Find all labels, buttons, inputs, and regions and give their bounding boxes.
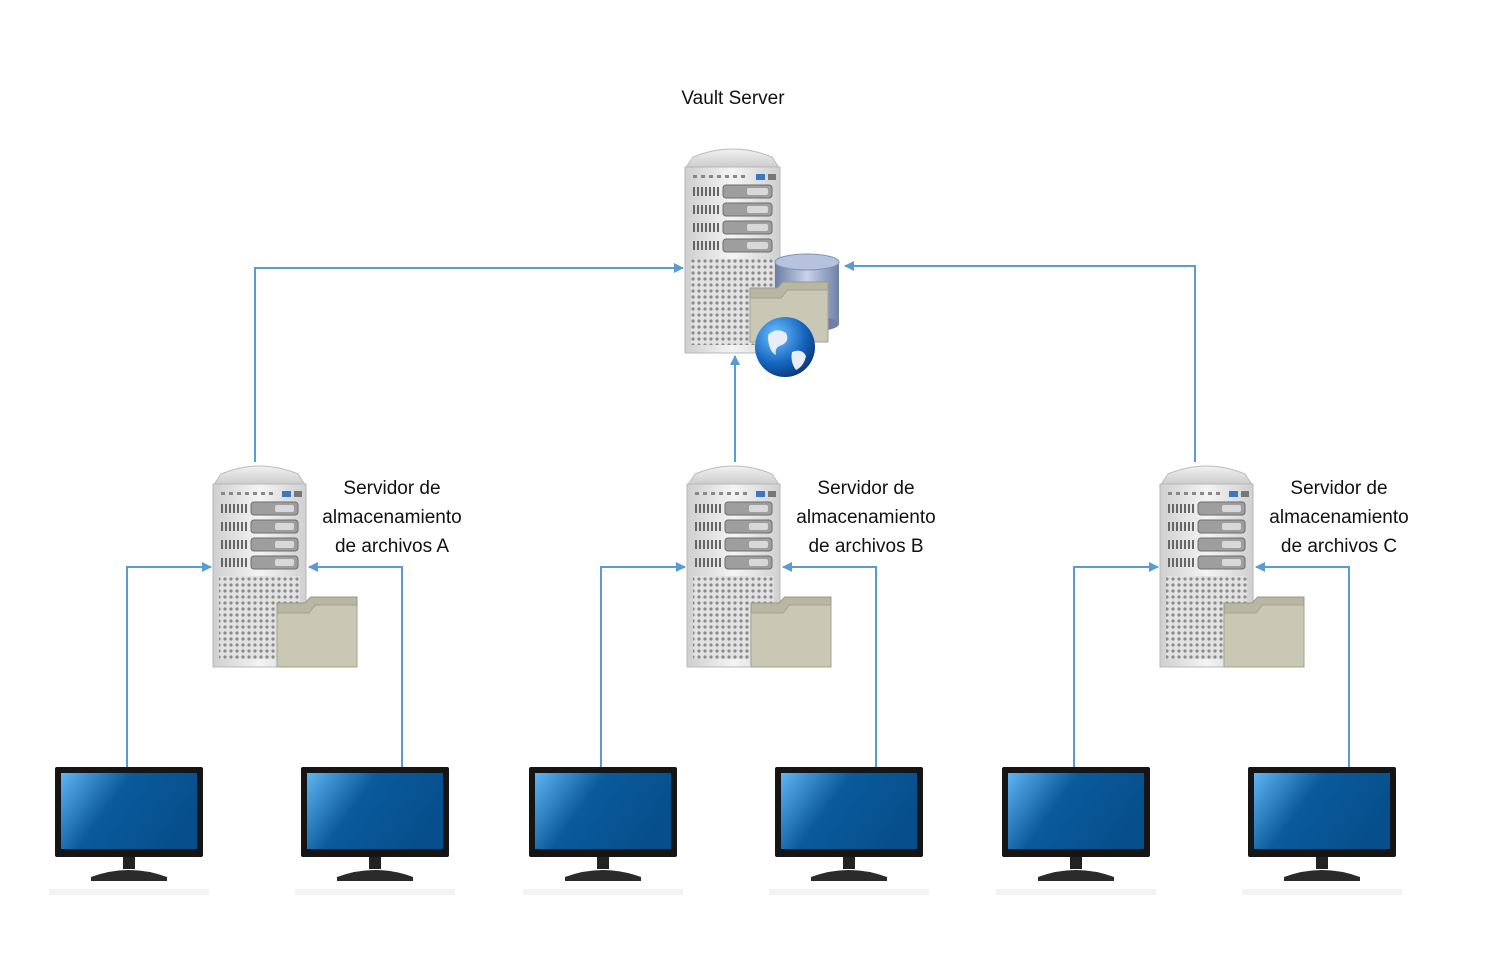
- globe-icon: [755, 317, 815, 377]
- label-line: almacenamiento: [1269, 507, 1409, 528]
- monitor-screen: [535, 773, 671, 849]
- monitor-neck: [369, 857, 381, 869]
- storage-folder-B-icon: [750, 596, 832, 668]
- connector-client-B2: [782, 562, 877, 767]
- monitor-screen: [61, 773, 197, 849]
- server-led: [756, 491, 765, 497]
- client-monitor-A2-icon: [295, 767, 455, 895]
- label-line: Servidor de: [1290, 478, 1388, 499]
- client-monitor-B2-icon: [769, 767, 929, 895]
- monitor-screen: [1254, 773, 1390, 849]
- client-monitor-C2-icon: [1242, 767, 1402, 895]
- label-line: Servidor de: [817, 478, 915, 499]
- monitor-stand: [91, 870, 167, 881]
- label-line: almacenamiento: [322, 507, 462, 528]
- connector-client-C2: [1255, 562, 1350, 767]
- storage-server-A-label: Servidor de almacenamiento de archivos A: [308, 474, 476, 561]
- connector-client-A1: [126, 562, 212, 767]
- storage-folder-C-icon: [1223, 596, 1305, 668]
- server-top: [686, 465, 781, 487]
- vault-server-label: Vault Server: [681, 88, 785, 109]
- monitor-reflection: [49, 889, 209, 895]
- storage-server-C-icon: [1159, 465, 1254, 668]
- server-led: [756, 174, 765, 180]
- monitor-stand: [1284, 870, 1360, 881]
- monitor-neck: [597, 857, 609, 869]
- monitor-stand: [337, 870, 413, 881]
- storage-server-B-label: Servidor de almacenamiento de archivos B: [782, 474, 950, 561]
- monitor-stand: [1038, 870, 1114, 881]
- connector-client-A2: [308, 562, 403, 767]
- monitor-neck: [123, 857, 135, 869]
- connector-storage-A: [254, 263, 684, 462]
- monitor-reflection: [1242, 889, 1402, 895]
- server-top: [1159, 465, 1254, 487]
- server-top: [212, 465, 307, 487]
- storage-folder-A-icon: [276, 596, 358, 668]
- monitor-reflection: [996, 889, 1156, 895]
- client-monitor-A1-icon: [49, 767, 209, 895]
- label-line: de archivos C: [1280, 536, 1398, 557]
- monitor-reflection: [295, 889, 455, 895]
- monitor-neck: [1070, 857, 1082, 869]
- storage-server-C-label: Servidor de almacenamiento de archivos C: [1255, 474, 1423, 561]
- server-led: [282, 491, 291, 497]
- monitor-reflection: [523, 889, 683, 895]
- connector-storage-C: [844, 261, 1196, 462]
- monitor-screen: [781, 773, 917, 849]
- monitor-screen: [1008, 773, 1144, 849]
- monitor-stand: [565, 870, 641, 881]
- server-led: [1229, 491, 1238, 497]
- connector-client-C1: [1073, 562, 1159, 767]
- monitor-reflection: [769, 889, 929, 895]
- connector-client-B1: [600, 562, 686, 767]
- label-line: almacenamiento: [796, 507, 936, 528]
- monitor-neck: [1316, 857, 1328, 869]
- server-top: [684, 148, 781, 170]
- label-line: de archivos B: [808, 536, 924, 557]
- monitor-stand: [811, 870, 887, 881]
- monitor-neck: [843, 857, 855, 869]
- client-monitor-B1-icon: [523, 767, 683, 895]
- label-line: Servidor de: [343, 478, 441, 499]
- client-monitor-C1-icon: [996, 767, 1156, 895]
- monitor-screen: [307, 773, 443, 849]
- label-line: de archivos A: [334, 536, 450, 557]
